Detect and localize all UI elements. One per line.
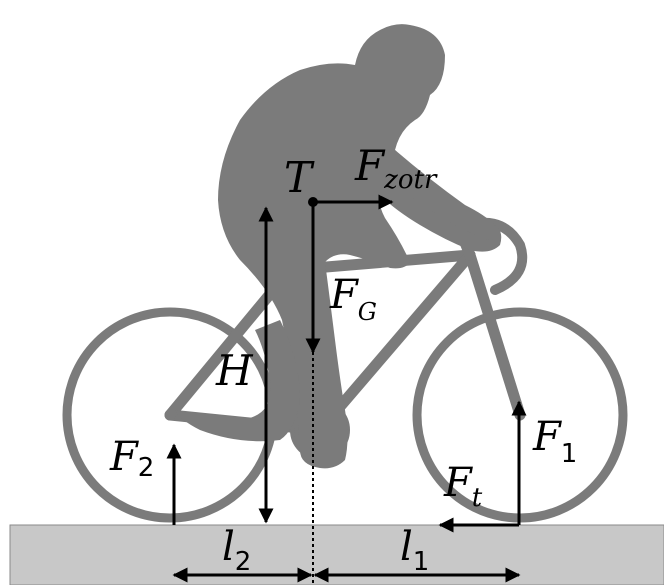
label-h: H <box>215 346 254 395</box>
label-l-1: l1 <box>400 524 429 577</box>
label-f-1: F1 <box>532 414 577 469</box>
label-f-zotr: Fzotr <box>354 141 438 195</box>
label-l-2: l2 <box>222 524 251 577</box>
label-f-g: FG <box>329 272 377 326</box>
label-f-t: Ft <box>443 460 483 513</box>
label-t: T <box>284 153 315 202</box>
rider-body <box>218 24 502 469</box>
label-f-2: F2 <box>109 434 154 483</box>
rider-arm <box>385 150 495 240</box>
